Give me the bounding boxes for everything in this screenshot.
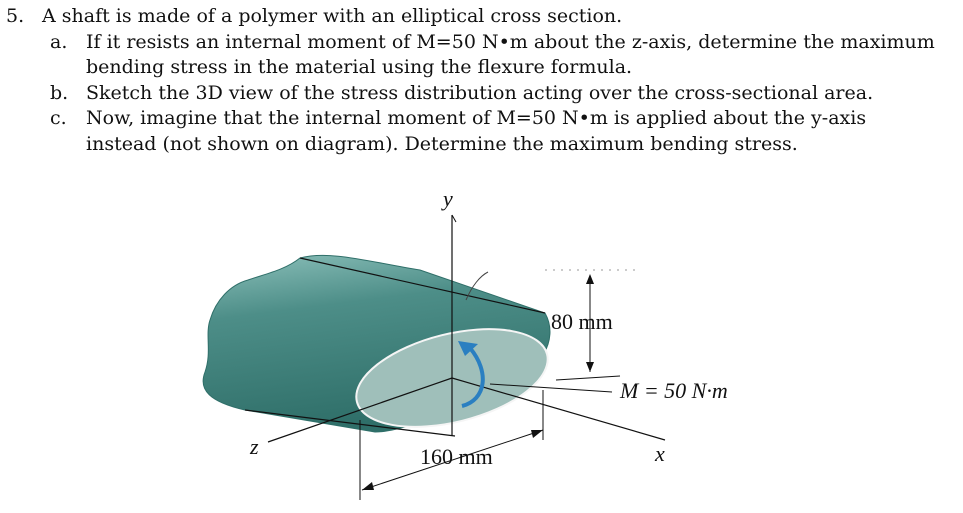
part-a-text-1: If it resists an internal moment of M=50…	[86, 30, 935, 53]
x-axis-label: x	[654, 441, 665, 466]
moment-arrow	[461, 346, 485, 408]
shaft-top-edge	[299, 257, 546, 314]
x-axis-line	[451, 377, 666, 441]
dim-80-arrow-bottom	[586, 362, 594, 372]
part-b-line-1: b. Sketch the 3D view of the stress dist…	[6, 81, 956, 107]
dim-80-arrow-top	[586, 274, 594, 284]
part-c-text-1: Now, imagine that the internal moment of…	[86, 107, 867, 129]
dim-80-bottom-extension	[555, 375, 621, 381]
part-b-text-1: Sketch the 3D view of the stress distrib…	[86, 81, 874, 104]
dim-160-arrow-right	[531, 430, 543, 438]
y-axis-label: y	[441, 186, 453, 211]
part-a-letter: a.	[50, 30, 68, 53]
part-c-text-2: instead (not shown on diagram). Determin…	[86, 132, 798, 155]
part-a-text-2: bending stress in the material using the…	[86, 56, 633, 78]
width-dimension-label: 160 mm	[420, 444, 493, 469]
shaft-bottom-edge	[244, 409, 456, 437]
dim-160-line	[361, 429, 544, 491]
problem-stem-line: 5. A shaft is made of a polymer with an …	[6, 4, 956, 30]
moment-leader-line	[489, 383, 613, 393]
y-axis-tick-top	[451, 214, 457, 223]
part-c-line-2: instead (not shown on diagram). Determin…	[6, 132, 956, 158]
moment-label: M = 50 N·m	[619, 378, 728, 403]
part-c-line-1: c. Now, imagine that the internal moment…	[6, 106, 956, 132]
z-axis-line	[267, 377, 453, 443]
part-b-letter: b.	[50, 81, 69, 104]
problem-stem: A shaft is made of a polymer with an ell…	[42, 5, 623, 27]
dim-160-arrow-left	[362, 482, 374, 490]
height-dimension-label: 80 mm	[551, 309, 613, 334]
problem-number: 5.	[6, 5, 25, 27]
moment-arrowhead	[458, 341, 478, 356]
guide-arc	[465, 271, 489, 301]
part-c-letter: c.	[50, 107, 67, 129]
problem-statement: 5. A shaft is made of a polymer with an …	[6, 4, 956, 157]
part-a-line-2: bending stress in the material using the…	[6, 55, 956, 81]
part-a-line-1: a. If it resists an internal moment of M…	[6, 30, 956, 56]
z-axis-label: z	[249, 434, 259, 459]
